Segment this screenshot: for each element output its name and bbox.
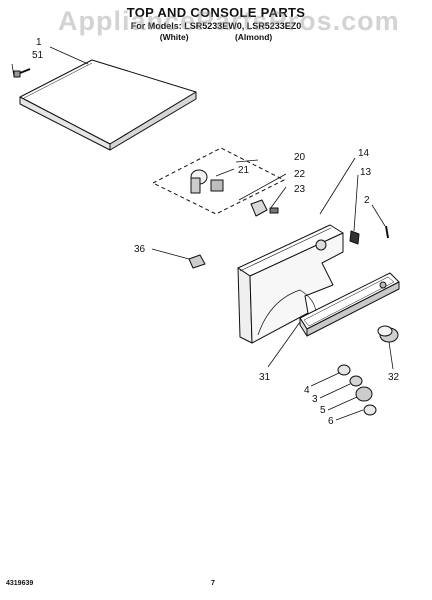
clip-13-part bbox=[349, 230, 360, 245]
washer-4-3-part bbox=[337, 364, 363, 387]
callout-3: 3 bbox=[312, 394, 318, 405]
screw-51-part bbox=[13, 68, 31, 78]
variant-almond: (Almond) bbox=[234, 32, 273, 42]
callout-23: 23 bbox=[294, 184, 306, 195]
top-panel-part bbox=[19, 59, 197, 151]
callout-20: 20 bbox=[294, 152, 306, 163]
variant-white: (White) bbox=[159, 32, 189, 42]
model-numbers: For Models: LSR5233EW0, LSR5233EZ0 bbox=[130, 21, 302, 31]
callout-21: 21 bbox=[238, 165, 250, 176]
switch-21-part bbox=[190, 169, 224, 194]
knob-32-part bbox=[377, 325, 399, 343]
switch-assembly-box bbox=[152, 147, 285, 215]
callout-4: 4 bbox=[304, 385, 310, 396]
callout-13: 13 bbox=[360, 167, 372, 178]
color-variants: (White) (Almond) bbox=[0, 32, 432, 42]
bracket-22-23-part bbox=[250, 199, 279, 217]
page-header: TOP AND CONSOLE PARTS For Models: LSR523… bbox=[0, 5, 432, 43]
callout-51: 51 bbox=[32, 50, 44, 61]
screw-2-part bbox=[385, 225, 389, 239]
page-number: 7 bbox=[211, 580, 215, 587]
strap-36-part bbox=[188, 254, 206, 269]
callout-36: 36 bbox=[134, 244, 146, 255]
knob-parts-5-6 bbox=[355, 386, 377, 416]
callout-1: 1 bbox=[36, 37, 42, 48]
callout-31: 31 bbox=[259, 372, 271, 383]
leader-lines bbox=[11, 46, 394, 421]
document-number: 4319639 bbox=[6, 580, 34, 587]
callout-14: 14 bbox=[358, 148, 370, 159]
callout-labels: 1 51 20 21 22 23 14 13 2 36 31 32 4 3 5 … bbox=[32, 37, 400, 427]
console-14-part bbox=[237, 224, 344, 344]
callout-2: 2 bbox=[364, 195, 370, 206]
callout-32: 32 bbox=[388, 372, 400, 383]
callout-5: 5 bbox=[320, 405, 326, 416]
callout-6: 6 bbox=[328, 416, 334, 427]
callout-22: 22 bbox=[294, 169, 306, 180]
page-title: TOP AND CONSOLE PARTS bbox=[126, 5, 306, 20]
